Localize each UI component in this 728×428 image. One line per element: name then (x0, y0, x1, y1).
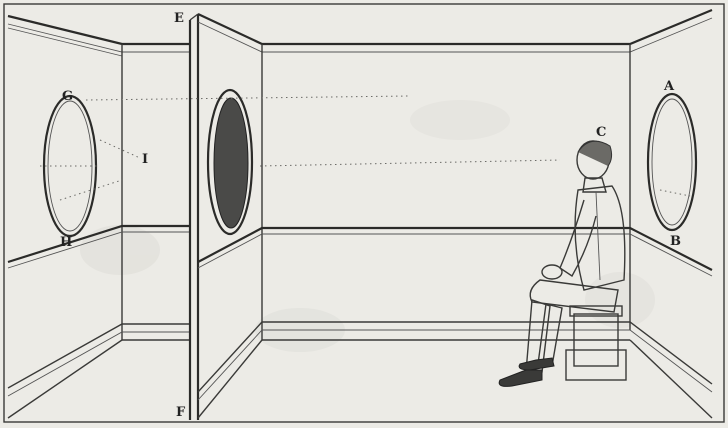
frame-border (4, 4, 724, 422)
label-a: A (663, 79, 675, 94)
label-i: I (142, 152, 148, 167)
label-c: C (596, 125, 606, 140)
label-g: G (62, 89, 73, 104)
partition-wall (190, 14, 198, 420)
label-f: F (176, 405, 186, 420)
right-room (198, 10, 712, 418)
mirror-ab (648, 94, 696, 230)
label-e: E (174, 11, 184, 26)
left-room (8, 16, 190, 418)
partition-mirror (208, 90, 252, 234)
label-b: B (670, 234, 681, 249)
label-h: H (60, 235, 72, 250)
